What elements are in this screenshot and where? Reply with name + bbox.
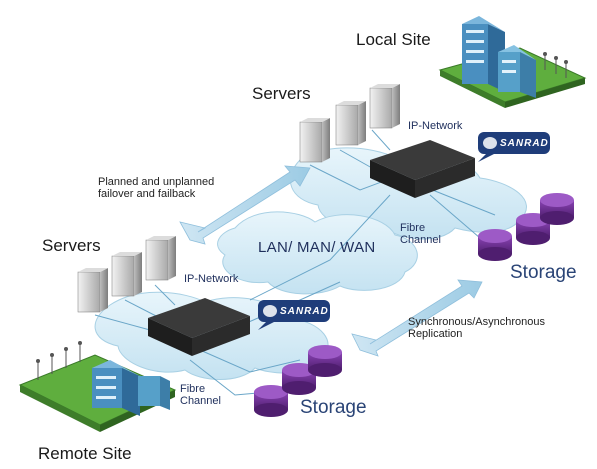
replication-note: Synchronous/Asynchronous Replication <box>408 316 545 340</box>
storage-disk <box>254 385 288 417</box>
ip-network-bottom-label: IP-Network <box>184 273 239 285</box>
fibre-channel-top-label: Fibre Channel <box>400 222 441 246</box>
bottom-storage-disks <box>254 345 342 417</box>
fibre-channel-bottom-label: Fibre Channel <box>180 383 221 407</box>
failover-arrow <box>179 165 311 245</box>
server-tower <box>369 84 400 129</box>
right-storage-disks <box>478 193 574 261</box>
storage-disk <box>540 193 574 225</box>
storage-bottom-label: Storage <box>300 397 367 418</box>
bottom-sanrad-appliance <box>148 298 330 356</box>
server-tower <box>111 252 142 297</box>
server-tower <box>145 236 176 281</box>
storage-disk <box>282 363 316 395</box>
storage-disk <box>478 229 512 261</box>
local-site-label: Local Site <box>356 30 431 49</box>
remote-site-illustration <box>18 341 177 432</box>
wan-cloud <box>217 211 418 295</box>
server-tower <box>299 118 330 163</box>
servers-top-label: Servers <box>252 84 311 103</box>
sanrad-bottom-brand: SANRAD <box>280 306 329 317</box>
top-sanrad-appliance <box>370 132 550 198</box>
server-tower <box>77 268 108 313</box>
local-site-illustration <box>438 16 587 108</box>
top-server-group <box>299 84 400 163</box>
failover-note: Planned and unplanned failover and failb… <box>98 176 215 200</box>
ip-network-top-label: IP-Network <box>408 120 463 132</box>
sanrad-top-brand: SANRAD <box>500 138 549 149</box>
servers-left-label: Servers <box>42 236 101 255</box>
left-server-group <box>77 236 176 313</box>
storage-disk <box>308 345 342 377</box>
replication-arrow <box>351 279 483 357</box>
storage-right-label: Storage <box>510 262 577 283</box>
server-tower <box>335 101 366 146</box>
remote-site-label: Remote Site <box>38 444 132 463</box>
lan-man-wan-label: LAN/ MAN/ WAN <box>258 239 376 256</box>
